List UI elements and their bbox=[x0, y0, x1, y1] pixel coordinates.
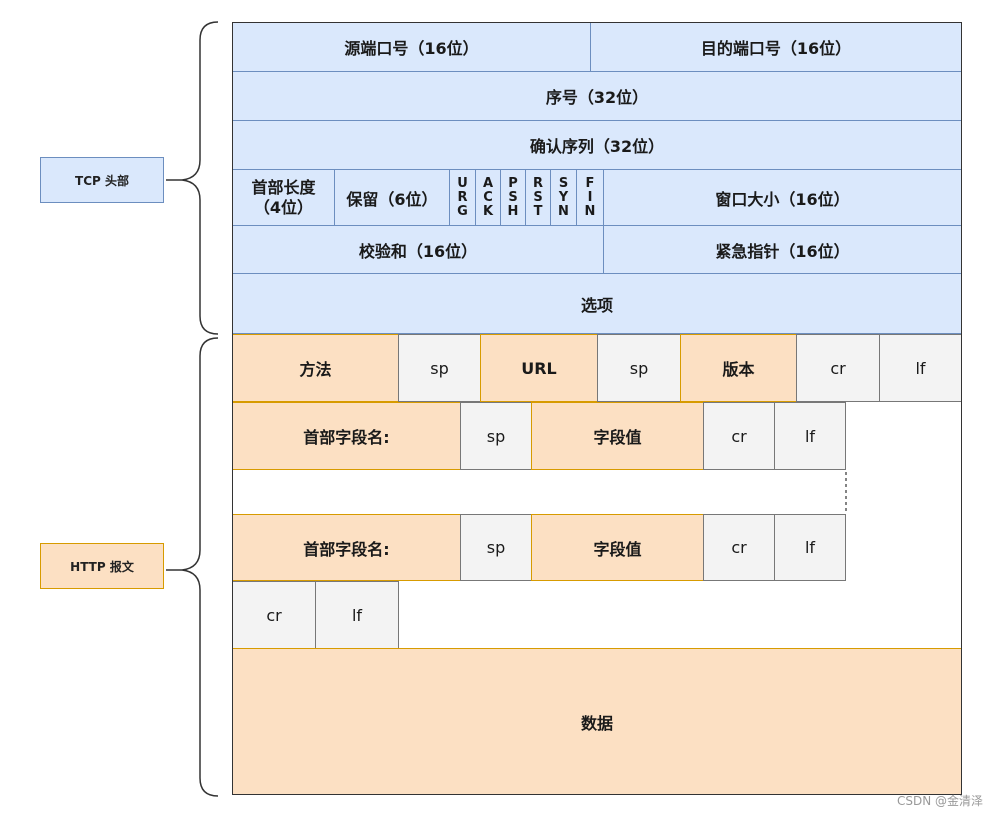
reserved-field: 保留（6位） bbox=[334, 169, 450, 226]
checksum-field: 校验和（16位） bbox=[232, 225, 604, 274]
lf-field: lf bbox=[315, 581, 399, 649]
braces bbox=[166, 21, 219, 797]
header-name-field: 首部字段名: bbox=[232, 402, 461, 470]
header-value-field: 字段值 bbox=[531, 402, 704, 470]
flag-char: C bbox=[483, 189, 493, 205]
sequence-number-field: 序号（32位） bbox=[232, 71, 962, 121]
flag-char: F bbox=[585, 175, 595, 191]
flag-char: N bbox=[558, 203, 569, 219]
cr-field: cr bbox=[703, 514, 775, 581]
flag-char: K bbox=[482, 203, 494, 219]
destination-port-field: 目的端口号（16位） bbox=[590, 22, 962, 72]
window-size-field: 窗口大小（16位） bbox=[603, 169, 962, 226]
flag-char: R bbox=[532, 175, 543, 191]
tcp-brace bbox=[181, 21, 219, 335]
header-length-field: 首部长度 （4位） bbox=[232, 169, 335, 226]
http-message-label: HTTP 报文 bbox=[40, 543, 164, 589]
sp-field: sp bbox=[597, 334, 681, 402]
method-field: 方法 bbox=[232, 334, 399, 402]
url-field: URL bbox=[480, 334, 598, 402]
flag-char: I bbox=[587, 189, 593, 205]
sp-field: sp bbox=[460, 402, 532, 470]
lf-field: lf bbox=[774, 514, 846, 581]
source-port-field: 源端口号（16位） bbox=[232, 22, 591, 72]
flag-char: U bbox=[457, 175, 468, 191]
flag-char: S bbox=[558, 175, 569, 191]
lf-field: lf bbox=[774, 402, 846, 470]
sp-field: sp bbox=[460, 514, 532, 581]
body-data-field: 数据 bbox=[232, 648, 962, 795]
urgent-pointer-field: 紧急指针（16位） bbox=[603, 225, 962, 274]
tcp-header-label: TCP 头部 bbox=[40, 157, 164, 203]
cr-field: cr bbox=[796, 334, 880, 402]
http-brace bbox=[181, 337, 219, 797]
flag-char: N bbox=[584, 203, 596, 219]
flag-char: A bbox=[482, 175, 494, 191]
flag-char: R bbox=[457, 189, 468, 205]
ack-number-field: 确认序列（32位） bbox=[232, 120, 962, 170]
cr-field: cr bbox=[703, 402, 775, 470]
flag-char: Y bbox=[558, 189, 569, 205]
flag-char: H bbox=[507, 203, 519, 219]
lf-field: lf bbox=[879, 334, 962, 402]
header-name-field: 首部字段名: bbox=[232, 514, 461, 581]
flag-char: G bbox=[457, 203, 468, 219]
flag-char: S bbox=[508, 189, 518, 205]
cr-field: cr bbox=[232, 581, 316, 649]
header-length-line-2: （4位） bbox=[253, 197, 314, 217]
flag-char: S bbox=[533, 189, 543, 205]
options-field: 选项 bbox=[232, 273, 962, 334]
flag-char: T bbox=[533, 203, 543, 219]
version-field: 版本 bbox=[680, 334, 797, 402]
sp-field: sp bbox=[398, 334, 481, 402]
header-length-line-1: 首部长度 bbox=[251, 177, 316, 197]
flag-char: P bbox=[508, 175, 518, 191]
header-value-field: 字段值 bbox=[531, 514, 704, 581]
watermark: CSDN @金清泽 bbox=[896, 794, 983, 808]
